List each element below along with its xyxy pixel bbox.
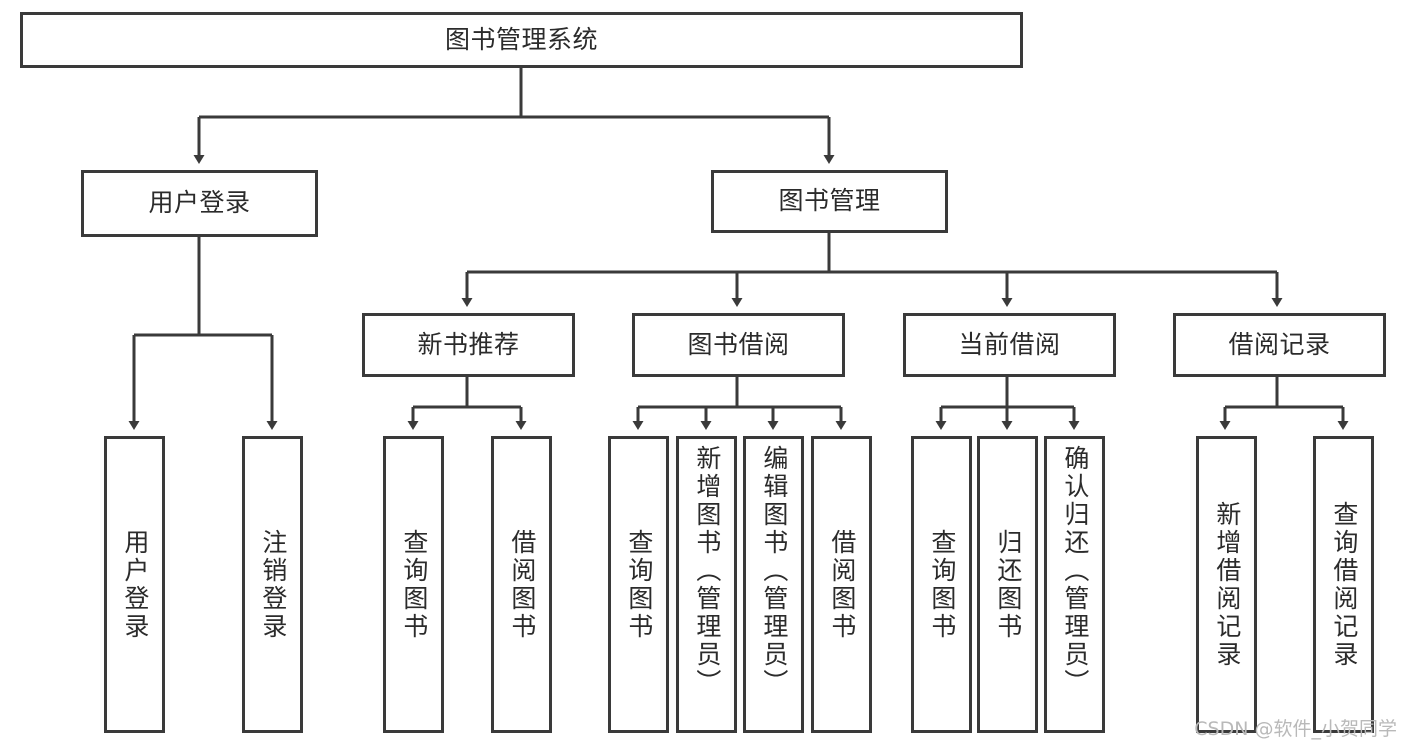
leaf-nb-query-book-label: 查询图书 (399, 528, 429, 641)
node-book-borrow-label: 图书借阅 (687, 329, 790, 359)
node-borrow-record[interactable]: 借阅记录 (1173, 313, 1386, 377)
node-user-login[interactable]: 用户登录 (81, 170, 318, 237)
leaf-bb-edit-book-admin[interactable]: 编辑图书（管理员） (743, 436, 804, 733)
leaf-cb-query-book[interactable]: 查询图书 (911, 436, 972, 733)
leaf-cb-confirm-return-admin[interactable]: 确认归还（管理员） (1044, 436, 1105, 733)
leaf-nb-borrow-book[interactable]: 借阅图书 (491, 436, 552, 733)
leaf-bb-edit-book-admin-label: 编辑图书（管理员） (759, 445, 789, 697)
node-book-management[interactable]: 图书管理 (711, 170, 948, 233)
leaf-cb-confirm-return-admin-label: 确认归还（管理员） (1060, 445, 1090, 697)
leaf-cb-query-book-label: 查询图书 (927, 528, 957, 641)
node-book-management-label: 图书管理 (778, 186, 881, 216)
leaf-bb-query-book-label: 查询图书 (624, 528, 654, 641)
node-root-label: 图书管理系统 (444, 24, 598, 54)
node-root[interactable]: 图书管理系统 (20, 12, 1023, 68)
leaf-bb-add-book-admin-label: 新增图书（管理员） (692, 445, 722, 697)
leaf-nb-borrow-book-label: 借阅图书 (507, 528, 537, 641)
leaf-nb-query-book[interactable]: 查询图书 (383, 436, 444, 733)
node-new-book-recommend-label: 新书推荐 (417, 329, 520, 359)
leaf-bb-borrow-book[interactable]: 借阅图书 (811, 436, 872, 733)
leaf-br-add-record-label: 新增借阅记录 (1212, 500, 1242, 669)
leaf-bb-query-book[interactable]: 查询图书 (608, 436, 669, 733)
leaf-br-query-record-label: 查询借阅记录 (1329, 500, 1359, 669)
leaf-br-add-record[interactable]: 新增借阅记录 (1196, 436, 1257, 733)
node-user-login-label: 用户登录 (148, 188, 251, 218)
node-current-borrow-label: 当前借阅 (958, 329, 1061, 359)
node-borrow-record-label: 借阅记录 (1228, 329, 1331, 359)
leaf-logout[interactable]: 注销登录 (242, 436, 303, 733)
leaf-cb-return-book[interactable]: 归还图书 (977, 436, 1038, 733)
leaf-bb-borrow-book-label: 借阅图书 (827, 528, 857, 641)
leaf-logout-label: 注销登录 (258, 528, 288, 641)
leaf-user-login-label: 用户登录 (120, 528, 150, 641)
leaf-cb-return-book-label: 归还图书 (993, 528, 1023, 641)
node-current-borrow[interactable]: 当前借阅 (903, 313, 1116, 377)
leaf-user-login[interactable]: 用户登录 (104, 436, 165, 733)
leaf-bb-add-book-admin[interactable]: 新增图书（管理员） (676, 436, 737, 733)
node-book-borrow[interactable]: 图书借阅 (632, 313, 845, 377)
node-new-book-recommend[interactable]: 新书推荐 (362, 313, 575, 377)
leaf-br-query-record[interactable]: 查询借阅记录 (1313, 436, 1374, 733)
